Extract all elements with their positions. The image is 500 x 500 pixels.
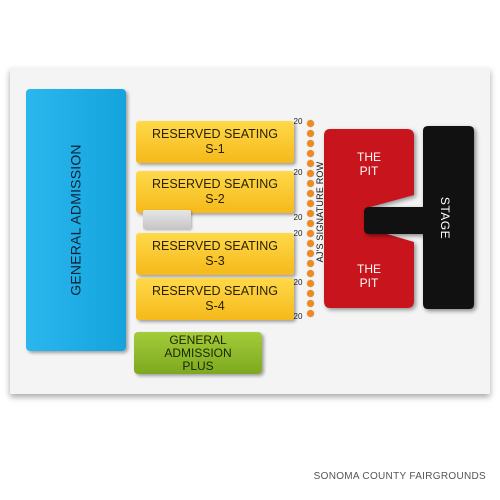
section-general-admission-plus[interactable]: GENERAL ADMISSION PLUS [134, 332, 262, 374]
signature-row-seat[interactable] [307, 170, 314, 177]
unavailable-area [143, 210, 191, 229]
stage-label: STAGE [438, 196, 452, 240]
signature-row-seat[interactable] [307, 210, 314, 217]
signature-row-seat[interactable] [307, 280, 314, 287]
reserved-s1-code: S-1 [205, 142, 225, 156]
signature-row-seat[interactable] [307, 310, 314, 317]
reserved-s2-code: S-2 [205, 192, 225, 206]
signature-row-seat[interactable] [307, 130, 314, 137]
ga-plus-line3: PLUS [182, 358, 214, 373]
venue-name: SONOMA COUNTY FAIRGROUNDS [313, 471, 486, 482]
ga-plus-line2: ADMISSION [164, 345, 232, 360]
row-number: 20 [293, 278, 303, 287]
signature-row-seat[interactable] [307, 120, 314, 127]
signature-row-seat[interactable] [307, 260, 314, 267]
reserved-s4-label: RESERVED SEATING [152, 284, 278, 298]
ga-plus-line1: GENERAL [169, 332, 227, 347]
pit-top-line2: PIT [359, 164, 379, 178]
row-number: 20 [293, 229, 303, 238]
reserved-s4-code: S-4 [205, 299, 225, 313]
reserved-s2-label: RESERVED SEATING [152, 177, 278, 191]
signature-row-seat[interactable] [307, 290, 314, 297]
row-number: 20 [293, 168, 303, 177]
signature-row-seat[interactable] [307, 200, 314, 207]
pit-bottom-label: THE PIT [339, 262, 399, 290]
section-reserved-s4[interactable]: RESERVED SEATING S-4 [136, 278, 294, 320]
reserved-s3-code: S-3 [205, 254, 225, 268]
signature-row-seat[interactable] [307, 230, 314, 237]
section-reserved-s3[interactable]: RESERVED SEATING S-3 [136, 233, 294, 275]
pit-top-line1: THE [357, 150, 381, 164]
signature-row-seat[interactable] [307, 300, 314, 307]
signature-row-seat[interactable] [307, 150, 314, 157]
pit-bottom-line1: THE [357, 262, 381, 276]
signature-row-seat[interactable] [307, 180, 314, 187]
row-number: 20 [293, 117, 303, 126]
signature-row-seat[interactable] [307, 270, 314, 277]
section-reserved-s1[interactable]: RESERVED SEATING S-1 [136, 121, 294, 163]
row-number: 20 [293, 213, 303, 222]
signature-row-seats[interactable] [307, 120, 315, 320]
signature-row-seat[interactable] [307, 190, 314, 197]
signature-row-seat[interactable] [307, 240, 314, 247]
signature-row-seat[interactable] [307, 220, 314, 227]
pit-bottom-line2: PIT [359, 276, 379, 290]
section-stage [364, 126, 474, 309]
signature-row-seat[interactable] [307, 140, 314, 147]
signature-row-seat[interactable] [307, 250, 314, 257]
signature-row-seat[interactable] [307, 160, 314, 167]
reserved-s1-label: RESERVED SEATING [152, 127, 278, 141]
pit-top-label: THE PIT [339, 150, 399, 178]
section-general-admission[interactable]: GENERAL ADMISSION [26, 89, 126, 351]
section-reserved-s2[interactable]: RESERVED SEATING S-2 [136, 171, 294, 213]
reserved-s3-label: RESERVED SEATING [152, 239, 278, 253]
row-number: 20 [293, 312, 303, 321]
